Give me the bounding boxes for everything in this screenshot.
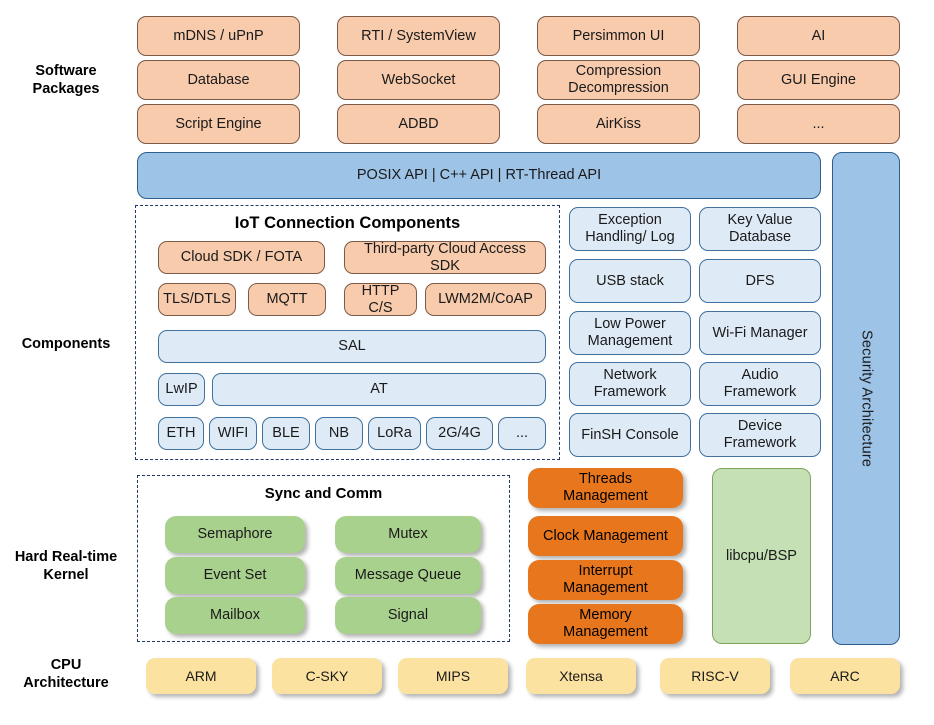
kernel-management-box[interactable]: Memory Management — [528, 604, 683, 644]
iot-box[interactable]: AT — [212, 373, 546, 406]
package-box[interactable]: Database — [137, 60, 300, 100]
security-architecture-label: Security Architecture — [858, 329, 875, 468]
component-box[interactable]: DFS — [699, 259, 821, 303]
libcpu-bsp-box[interactable]: libcpu/BSP — [712, 468, 811, 644]
row-label-kernel: Hard Real-time Kernel — [14, 549, 118, 584]
cpu-arch-box[interactable]: Xtensa — [526, 658, 636, 694]
sync-comm-box[interactable]: Mailbox — [165, 597, 305, 634]
package-box[interactable]: Persimmon UI — [537, 16, 700, 56]
sync-comm-box[interactable]: Mutex — [335, 516, 481, 553]
security-architecture-box[interactable]: Security Architecture — [832, 152, 900, 645]
iot-box[interactable]: WIFI — [209, 417, 257, 450]
sync-comm-box[interactable]: Signal — [335, 597, 481, 634]
component-box[interactable]: Key Value Database — [699, 207, 821, 251]
component-box[interactable]: Low Power Management — [569, 311, 691, 355]
iot-box[interactable]: LwIP — [158, 373, 205, 406]
sync-comm-title: Sync and Comm — [264, 485, 383, 502]
component-box[interactable]: Network Framework — [569, 362, 691, 406]
iot-box[interactable]: MQTT — [248, 283, 326, 316]
package-box[interactable]: ... — [737, 104, 900, 144]
iot-connection-frame — [135, 205, 560, 460]
component-box[interactable]: Audio Framework — [699, 362, 821, 406]
package-box[interactable]: RTI / SystemView — [337, 16, 500, 56]
package-box[interactable]: Compression Decompression — [537, 60, 700, 100]
sync-comm-box[interactable]: Event Set — [165, 557, 305, 594]
package-box[interactable]: Script Engine — [137, 104, 300, 144]
iot-box[interactable]: SAL — [158, 330, 546, 363]
cpu-arch-box[interactable]: C-SKY — [272, 658, 382, 694]
kernel-management-box[interactable]: Threads Management — [528, 468, 683, 508]
sync-comm-box[interactable]: Semaphore — [165, 516, 305, 553]
row-label-cpu: CPU Architecture — [23, 657, 109, 692]
row-label-software-packages: Software Packages — [32, 63, 100, 98]
iot-box[interactable]: Third-party Cloud Access SDK — [344, 241, 546, 274]
component-box[interactable]: FinSH Console — [569, 413, 691, 457]
iot-box[interactable]: ... — [498, 417, 546, 450]
cpu-arch-box[interactable]: ARM — [146, 658, 256, 694]
iot-box[interactable]: TLS/DTLS — [158, 283, 236, 316]
cpu-arch-box[interactable]: MIPS — [398, 658, 508, 694]
iot-box[interactable]: LWM2M/CoAP — [425, 283, 546, 316]
iot-connection-title: IoT Connection Components — [234, 214, 461, 232]
package-box[interactable]: AI — [737, 16, 900, 56]
iot-box[interactable]: HTTP C/S — [344, 283, 417, 316]
component-box[interactable]: USB stack — [569, 259, 691, 303]
package-box[interactable]: GUI Engine — [737, 60, 900, 100]
package-box[interactable]: AirKiss — [537, 104, 700, 144]
cpu-arch-box[interactable]: ARC — [790, 658, 900, 694]
iot-box[interactable]: 2G/4G — [426, 417, 493, 450]
iot-box[interactable]: Cloud SDK / FOTA — [158, 241, 325, 274]
iot-box[interactable]: BLE — [262, 417, 310, 450]
iot-box[interactable]: ETH — [158, 417, 204, 450]
kernel-management-box[interactable]: Interrupt Management — [528, 560, 683, 600]
component-box[interactable]: Exception Handling/ Log — [569, 207, 691, 251]
package-box[interactable]: WebSocket — [337, 60, 500, 100]
api-bar[interactable]: POSIX API | C++ API | RT-Thread API — [137, 152, 821, 199]
package-box[interactable]: ADBD — [337, 104, 500, 144]
sync-comm-box[interactable]: Message Queue — [335, 557, 481, 594]
iot-box[interactable]: NB — [315, 417, 363, 450]
cpu-arch-box[interactable]: RISC-V — [660, 658, 770, 694]
sync-comm-frame — [137, 475, 510, 642]
row-label-components: Components — [21, 336, 111, 352]
iot-box[interactable]: LoRa — [368, 417, 421, 450]
package-box[interactable]: mDNS / uPnP — [137, 16, 300, 56]
component-box[interactable]: Device Framework — [699, 413, 821, 457]
component-box[interactable]: Wi-Fi Manager — [699, 311, 821, 355]
kernel-management-box[interactable]: Clock Management — [528, 516, 683, 556]
